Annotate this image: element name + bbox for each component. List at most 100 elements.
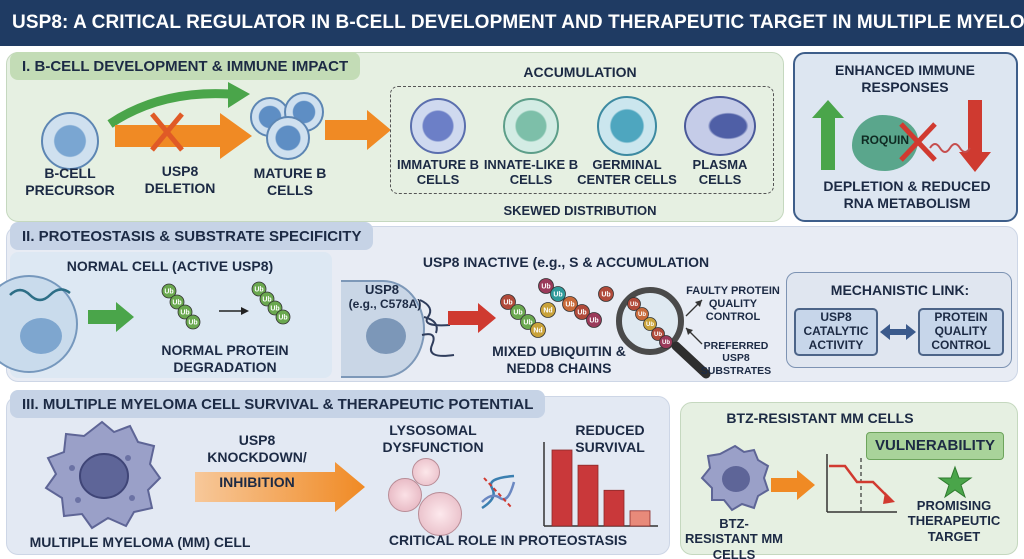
normal-nucleus (20, 318, 62, 354)
normal-arrow (88, 302, 134, 332)
section-2-heading: II. PROTEOSTASIS & SUBSTRATE SPECIFICITY (10, 222, 374, 250)
rna-wave (929, 143, 971, 153)
svg-text:Ub: Ub (577, 309, 586, 316)
ubiquitin-bead: Ub (635, 307, 649, 321)
ubiquitin-bead: Ub (586, 312, 602, 328)
qc-pointers (685, 299, 703, 345)
section-3-heading: III. MULTIPLE MYELOMA CELL SURVIVAL & TH… (10, 390, 546, 418)
deletion-label: USP8 DELETION (144, 163, 216, 196)
mm-cell-label: MULTIPLE MYELOMA (MM) CELL (29, 534, 251, 550)
accumulation-label: ACCUMULATION (523, 64, 637, 80)
svg-text:Ub: Ub (278, 314, 287, 321)
svg-text:Ub: Ub (662, 340, 670, 346)
inactive-strands (419, 299, 455, 357)
inactive-nucleus (366, 318, 406, 354)
svg-text:Ub: Ub (630, 302, 638, 308)
survival-bar (577, 464, 599, 527)
ubiquitin-bead: Ub (169, 294, 185, 310)
innate-like-b-cell (503, 98, 559, 154)
b-cell-precursor (41, 112, 99, 170)
svg-text:Ub: Ub (541, 283, 550, 290)
svg-text:Ub: Ub (270, 305, 279, 312)
btz-cells-label: BTZ-RESISTANT MM CELLS (685, 516, 783, 559)
mechanistic-title: MECHANISTIC LINK: (830, 282, 970, 298)
usp8-mutant-line1: USP8 (365, 282, 399, 297)
ubiquitin-bead: Ub (251, 281, 267, 297)
promising-target-label: PROMISING THERAPEUTIC TARGET (907, 498, 1001, 544)
svg-text:Ub: Ub (601, 291, 610, 298)
ubiquitin-bead: Ub (510, 304, 526, 320)
survival-bar (551, 449, 573, 527)
lysosome (412, 458, 440, 486)
svg-text:Ub: Ub (589, 317, 598, 324)
normal-cell-title: NORMAL CELL (ACTIVE USP8) (66, 258, 274, 274)
mature-label: MATURE B CELLS (253, 165, 327, 198)
ubiquitin-bead: Nd (530, 322, 546, 338)
btz-arrow (771, 470, 815, 500)
roquin-cross-icon (899, 122, 937, 162)
ubiquitin-bead: Ub (643, 317, 657, 331)
ubiquitin-bead: Ub (550, 286, 566, 302)
catalytic-activity-box: USP8 CATALYTIC ACTIVITY (794, 308, 878, 356)
preferred-substrates-label: PREFERRED USP8 SUBSTRATES (700, 340, 772, 377)
ubiquitin-bead: Ub (500, 294, 516, 310)
vulnerability-label: VULNERABILITY (875, 437, 995, 454)
ubiquitin-bead: Ub (161, 283, 177, 299)
svg-text:Ub: Ub (188, 319, 197, 326)
survival-bar-chart (543, 442, 658, 527)
svg-text:Ub: Ub (503, 299, 512, 306)
svg-text:Ub: Ub (254, 286, 263, 293)
ubiquitin-bead: Ub (185, 314, 201, 330)
inhibition-label: INHIBITION (219, 474, 295, 490)
plasma-cell (684, 96, 756, 156)
mixed-chains-label: MIXED UBIQUITIN & NEDD8 CHAINS (492, 343, 626, 376)
depletion-label: DEPLETION & REDUCED RNA METABOLISM (823, 178, 991, 211)
svg-text:Ub: Ub (180, 309, 189, 316)
ubiquitin-bead: Ub (275, 309, 291, 325)
immune-arrows (812, 100, 991, 172)
ubiquitin-bead: Ub (659, 335, 673, 349)
immature-b-cell (410, 98, 466, 154)
precursor-label: B-CELL PRECURSOR (25, 165, 115, 198)
survival-bar (603, 489, 625, 527)
germinal-label: GERMINAL CENTER CELLS (577, 157, 677, 188)
mm-cell (44, 420, 162, 530)
svg-text:Ub: Ub (553, 291, 562, 298)
normal-degradation-label: NORMAL PROTEIN DEGRADATION (161, 342, 289, 375)
normal-rna-strand (9, 288, 71, 302)
accumulation-box (390, 86, 774, 194)
red-arrow (448, 303, 496, 333)
skewed-label: SKEWED DISTRIBUTION (503, 203, 657, 218)
ubiquitin-bead: Ub (177, 304, 193, 320)
arrow-to-accumulation (325, 110, 391, 150)
ubiquitin-bead: Ub (562, 296, 578, 312)
ubiquitin-bead: Nd (540, 302, 556, 318)
svg-text:Ub: Ub (565, 301, 574, 308)
viability-curve (826, 454, 897, 513)
roquin-label: ROQUIN (861, 133, 909, 147)
btz-title: BTZ-RESISTANT MM CELLS (726, 410, 914, 426)
lysosome (418, 492, 462, 536)
mature-b-cell (266, 116, 310, 160)
btz-cell (700, 444, 770, 512)
svg-text:Nd: Nd (533, 327, 542, 334)
faulty-qc-label: FAULTY PROTEIN QUALITY CONTROL (686, 285, 780, 323)
page-title: USP8: A CRITICAL REGULATOR IN B-CELL DEV… (0, 0, 1024, 46)
immune-title: ENHANCED IMMUNE RESPONSES (835, 62, 975, 95)
section-1-heading: I. B-CELL DEVELOPMENT & IMMUNE IMPACT (10, 52, 361, 80)
reduced-survival-label: REDUCED SURVIVAL (575, 422, 645, 455)
plasma-label: PLASMA CELLS (692, 157, 748, 188)
double-arrow (880, 324, 916, 340)
ubiquitin-bead: Ub (598, 286, 614, 302)
svg-text:Ub: Ub (262, 296, 271, 303)
svg-text:Ub: Ub (513, 309, 522, 316)
svg-text:Ub: Ub (638, 312, 646, 318)
immature-label: IMMATURE B CELLS (396, 157, 480, 188)
lysosomal-label: LYSOSOMAL DYSFUNCTION (382, 422, 484, 455)
knockdown-label: USP8 KNOCKDOWN/ (207, 432, 307, 465)
svg-text:Ub: Ub (523, 319, 532, 326)
svg-text:Nd: Nd (543, 307, 552, 314)
